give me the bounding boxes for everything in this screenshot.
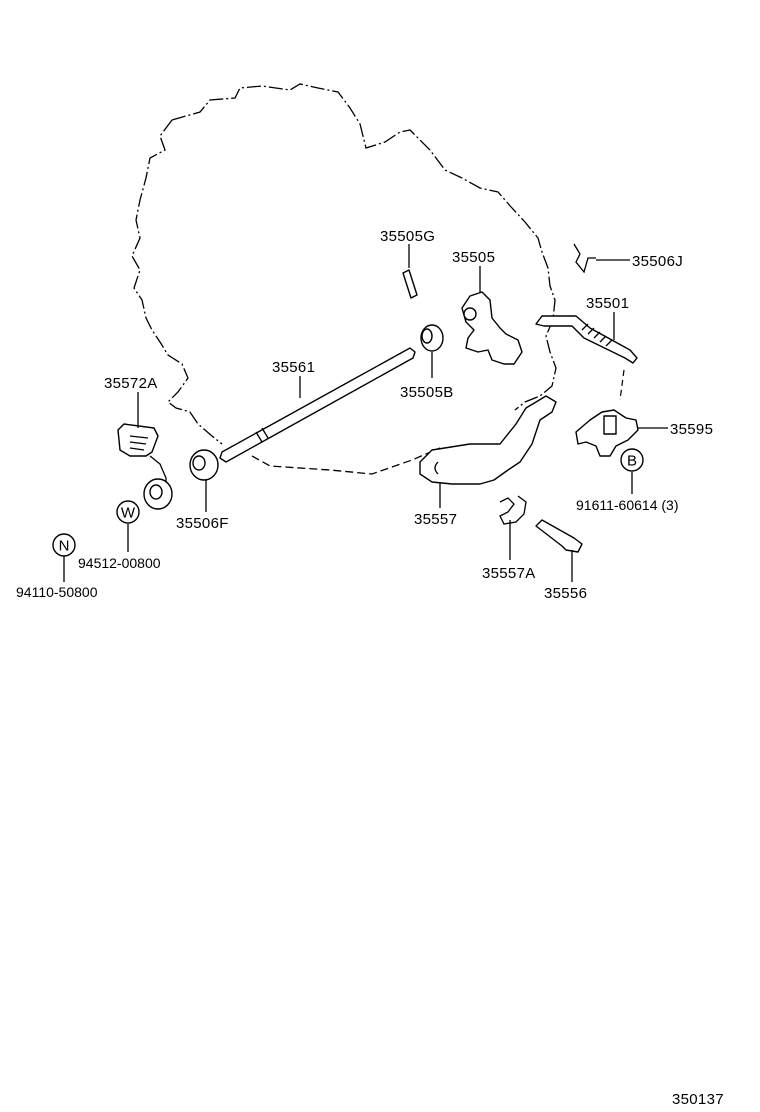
transmission-case-bottom — [251, 447, 441, 475]
label-35506f: 35506F — [176, 515, 229, 532]
part-35506f-bore — [192, 455, 206, 471]
nut-94110 — [149, 484, 163, 500]
label-94512: 94512-00800 — [78, 555, 161, 571]
label-35505g: 35505G — [380, 228, 435, 245]
diagram-code: 350137 — [672, 1091, 724, 1108]
part-35557-mark — [434, 461, 439, 475]
part-35595-tab — [603, 415, 617, 435]
marker-b-text: B — [627, 453, 637, 470]
label-35505b: 35505B — [400, 384, 454, 401]
part-35506j-clip — [573, 243, 596, 274]
part-35501-threads — [581, 323, 613, 347]
label-35572a: 35572A — [104, 375, 158, 392]
label-35505: 35505 — [452, 249, 495, 266]
label-35595: 35595 — [670, 421, 713, 438]
guide-line-35501 — [619, 369, 625, 401]
label-35506j: 35506J — [632, 253, 683, 270]
label-91611: 91611-60614 (3) — [576, 497, 678, 513]
part-35572a-plate — [117, 423, 159, 457]
marker-w-circle — [116, 500, 140, 524]
transmission-case-outline — [171, 83, 557, 411]
label-94110: 94110-50800 — [16, 584, 98, 600]
label-35557a: 35557A — [482, 565, 536, 582]
marker-w-text: W — [121, 505, 136, 522]
part-35505-hole — [463, 307, 477, 321]
part-35505b-bore — [421, 328, 433, 344]
part-35561-groove — [255, 427, 269, 443]
part-35572a-slots — [129, 435, 149, 451]
label-35556: 35556 — [544, 585, 587, 602]
part-35556-pin — [535, 519, 583, 553]
part-35501-shaft — [535, 315, 638, 364]
part-35505-shift-head — [461, 291, 523, 365]
part-35557a-spring — [499, 495, 527, 525]
part-35561-shift-rod — [219, 347, 416, 463]
marker-n-circle — [52, 533, 76, 557]
part-35557-lever — [419, 395, 557, 485]
label-35501: 35501 — [586, 295, 629, 312]
part-35505g-pin — [402, 269, 418, 299]
label-35561: 35561 — [272, 359, 315, 376]
marker-n-text: N — [59, 538, 70, 555]
marker-b-circle — [620, 448, 644, 472]
transmission-case-left — [131, 119, 223, 445]
label-35557: 35557 — [414, 511, 457, 528]
